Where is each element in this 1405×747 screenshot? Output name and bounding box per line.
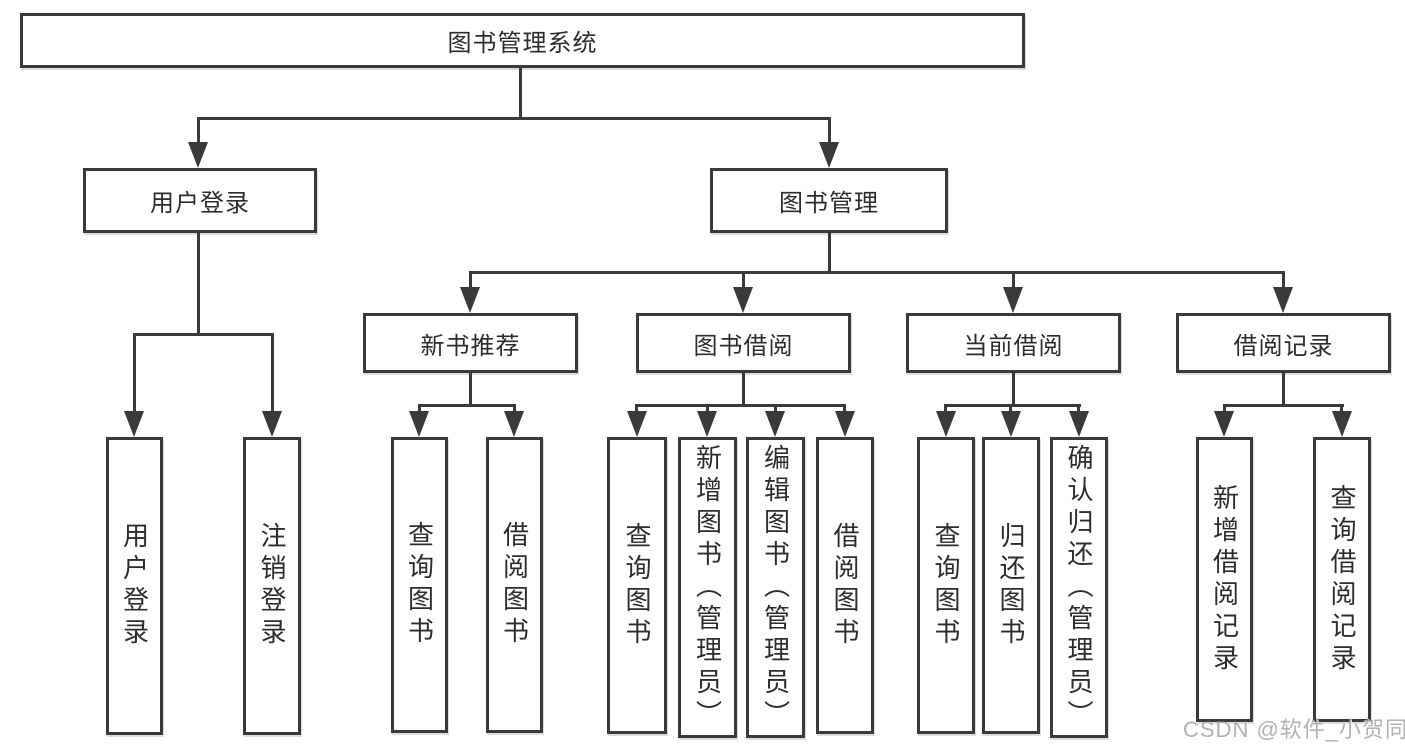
leaf-borrow-books-recommend: 借阅图书 xyxy=(486,437,543,733)
connector-book-borrow-drop-1 xyxy=(635,404,638,416)
node-current-borrowing: 当前借阅 xyxy=(906,313,1121,373)
connector-book-borrow-crossbar xyxy=(635,404,846,407)
connector-borrow-records-crossbar xyxy=(1223,404,1344,407)
connector-borrow-records-stem xyxy=(1282,373,1285,407)
connector-current-borrow-drop-1 xyxy=(944,404,947,416)
leaf-label: 用户登录 xyxy=(119,522,150,650)
leaf-label: 注销登录 xyxy=(257,522,287,650)
connector-borrow-records-drop-2 xyxy=(1340,404,1343,416)
connector-new-book-drop-2 xyxy=(513,404,516,416)
connector-new-book-drop-1 xyxy=(418,404,421,416)
arrow-down-icon xyxy=(1001,411,1021,437)
node-label: 用户登录 xyxy=(150,190,250,217)
leaf-user-login: 用户登录 xyxy=(106,437,163,735)
leaf-label: 借阅图书 xyxy=(830,521,860,650)
connector-book-mgmt-drop-1 xyxy=(469,271,472,291)
leaf-label: 确认归还（管理员） xyxy=(1064,443,1094,732)
connector-current-borrow-drop-2 xyxy=(1009,404,1012,416)
node-borrowing-records: 借阅记录 xyxy=(1176,313,1391,373)
connector-new-book-stem xyxy=(469,373,472,407)
node-label: 图书管理 xyxy=(779,190,879,217)
leaf-return-books: 归还图书 xyxy=(982,437,1040,734)
node-label: 图书管理系统 xyxy=(447,30,598,57)
leaf-label: 查询图书 xyxy=(931,521,961,650)
connector-user-login-drop-right xyxy=(271,333,274,413)
node-label: 新书推荐 xyxy=(420,332,521,360)
node-new-book-recommendation: 新书推荐 xyxy=(363,313,578,373)
leaf-label: 归还图书 xyxy=(996,521,1026,650)
leaf-query-books-recommend: 查询图书 xyxy=(391,437,448,733)
connector-root-drop-right xyxy=(828,117,831,145)
node-user-login: 用户登录 xyxy=(83,168,317,233)
connector-book-borrow-stem xyxy=(742,373,745,407)
node-book-management: 图书管理 xyxy=(710,168,948,233)
arrow-down-icon xyxy=(124,411,144,437)
connector-book-borrow-drop-3 xyxy=(774,404,777,416)
leaf-label: 新增图书（管理员） xyxy=(692,443,723,732)
connector-book-mgmt-stem xyxy=(828,233,831,274)
connector-user-login-crossbar xyxy=(133,333,274,336)
connector-current-borrow-drop-3 xyxy=(1077,404,1080,416)
arrow-down-icon xyxy=(1003,287,1023,313)
arrow-down-icon xyxy=(504,411,524,437)
connector-book-mgmt-crossbar xyxy=(469,271,1285,274)
leaf-query-books-borrowing: 查询图书 xyxy=(607,437,667,734)
leaf-label: 新增借阅记录 xyxy=(1209,483,1240,676)
watermark: CSDN @软件_小贺同学 xyxy=(1183,717,1405,742)
arrow-down-icon xyxy=(697,411,717,437)
arrow-down-icon xyxy=(262,411,282,437)
arrow-down-icon xyxy=(460,287,480,313)
connector-book-mgmt-drop-2 xyxy=(742,271,745,291)
node-library-management-system: 图书管理系统 xyxy=(20,13,1025,68)
node-label: 借阅记录 xyxy=(1233,332,1334,360)
arrow-down-icon xyxy=(1214,411,1234,437)
arrow-down-icon xyxy=(1069,411,1089,437)
leaf-add-borrow-record: 新增借阅记录 xyxy=(1196,437,1253,722)
arrow-down-icon xyxy=(835,411,855,437)
arrow-down-icon xyxy=(819,142,839,168)
leaf-label: 编辑图书（管理员） xyxy=(760,443,791,732)
connector-borrow-records-drop-1 xyxy=(1223,404,1226,416)
arrow-down-icon xyxy=(1332,411,1352,437)
leaf-logout-login: 注销登录 xyxy=(243,437,301,735)
leaf-confirm-return-admin: 确认归还（管理员） xyxy=(1050,437,1108,738)
leaf-query-books-current: 查询图书 xyxy=(917,437,975,734)
node-label: 图书借阅 xyxy=(693,332,794,360)
connector-user-login-drop-left xyxy=(133,333,136,413)
connector-current-borrow-crossbar xyxy=(944,404,1081,407)
arrow-down-icon xyxy=(627,411,647,437)
leaf-label: 查询借阅记录 xyxy=(1327,483,1357,676)
connector-book-borrow-drop-4 xyxy=(843,404,846,416)
connector-new-book-crossbar xyxy=(418,404,516,407)
connector-root-stem xyxy=(519,68,522,120)
connector-root-drop-left xyxy=(197,117,200,145)
leaf-edit-books-admin: 编辑图书（管理员） xyxy=(746,437,805,738)
connector-book-borrow-drop-2 xyxy=(706,404,709,416)
arrow-down-icon xyxy=(188,142,208,168)
leaf-query-borrow-record: 查询借阅记录 xyxy=(1313,437,1371,722)
leaf-label: 查询图书 xyxy=(622,521,652,650)
leaf-label: 借阅图书 xyxy=(499,521,530,649)
arrow-down-icon xyxy=(733,287,753,313)
node-book-borrowing: 图书借阅 xyxy=(636,313,851,373)
node-label: 当前借阅 xyxy=(963,332,1064,360)
arrow-down-icon xyxy=(765,411,785,437)
connector-current-borrow-stem xyxy=(1012,373,1015,407)
leaf-borrow-books-borrowing: 借阅图书 xyxy=(816,437,874,734)
connector-root-crossbar xyxy=(197,117,831,120)
connector-book-mgmt-drop-4 xyxy=(1282,271,1285,291)
leaf-label: 查询图书 xyxy=(404,521,435,649)
connector-user-login-stem xyxy=(197,233,200,335)
arrow-down-icon xyxy=(1273,287,1293,313)
arrow-down-icon xyxy=(936,411,956,437)
arrow-down-icon xyxy=(409,411,429,437)
connector-book-mgmt-drop-3 xyxy=(1012,271,1015,291)
leaf-add-books-admin: 新增图书（管理员） xyxy=(678,437,737,738)
